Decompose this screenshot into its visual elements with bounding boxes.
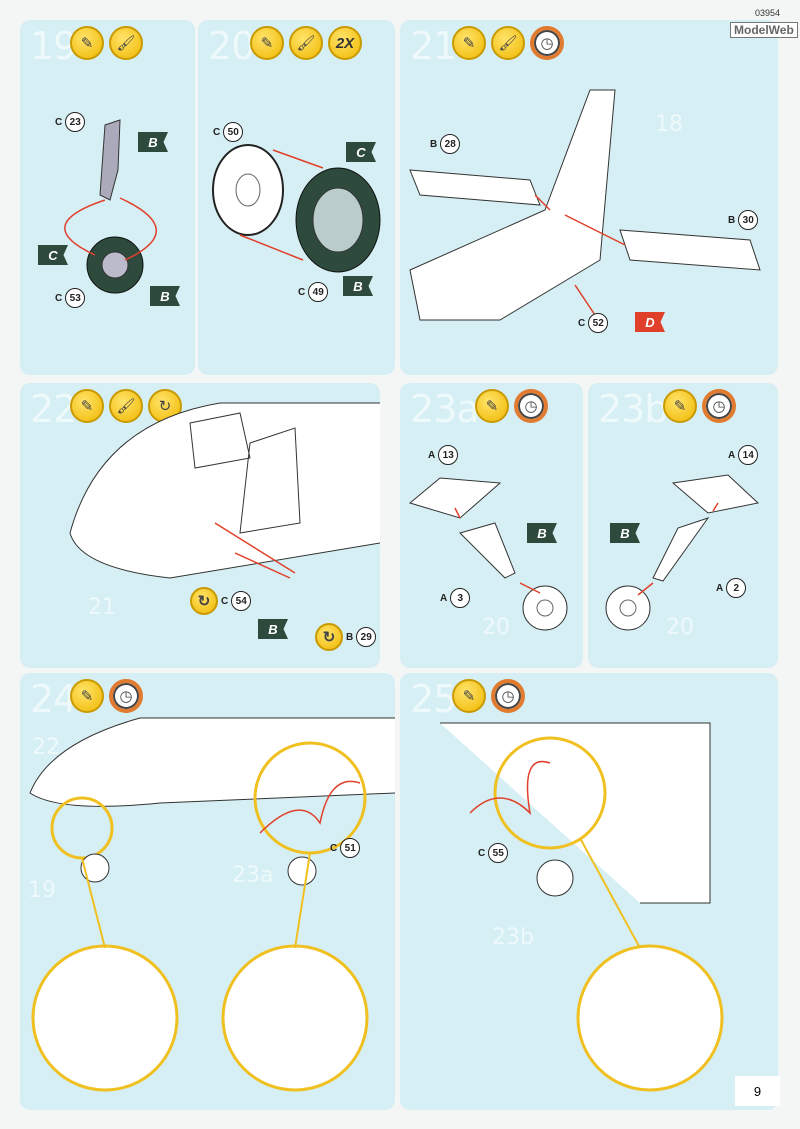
part-letter: A bbox=[728, 449, 736, 461]
part-number: 53 bbox=[65, 288, 86, 308]
step-number: 19 bbox=[30, 24, 77, 68]
clock-icon: ◷ bbox=[491, 679, 525, 713]
part-number: 50 bbox=[223, 122, 244, 142]
nose-gear-drawing bbox=[408, 477, 568, 631]
reference-step: 18 bbox=[655, 112, 683, 137]
part-letter: C bbox=[578, 317, 586, 329]
clock-icon: ◷ bbox=[109, 679, 143, 713]
watermark-logo: ModelWeb bbox=[730, 22, 798, 38]
part-letter: C bbox=[221, 595, 229, 607]
reference-step: 20 bbox=[666, 615, 694, 640]
glue-icon: ✎ bbox=[70, 389, 104, 423]
reference-step: 22 bbox=[32, 735, 60, 760]
part-number: 14 bbox=[738, 445, 759, 465]
page-number: 9 bbox=[735, 1076, 780, 1106]
step-number: 21 bbox=[410, 24, 457, 68]
paint-icon: 🖌 bbox=[289, 26, 323, 60]
part-number: 3 bbox=[450, 588, 471, 608]
part-letter: B bbox=[728, 214, 736, 226]
reference-step: 23a bbox=[232, 863, 274, 888]
nose-gear-drawing bbox=[605, 474, 760, 631]
paint-icon: 🖌 bbox=[109, 389, 143, 423]
part-number: 28 bbox=[440, 134, 461, 154]
reference-step: 23b bbox=[492, 925, 534, 950]
part-number: 49 bbox=[308, 282, 329, 302]
color-flag: B bbox=[527, 523, 557, 543]
part-number: 55 bbox=[488, 843, 509, 863]
part-number: 54 bbox=[231, 591, 252, 611]
color-flag: C bbox=[38, 245, 68, 265]
part-letter: A bbox=[428, 449, 436, 461]
part-letter: C bbox=[330, 842, 338, 854]
part-letter: A bbox=[716, 582, 724, 594]
color-flag: B bbox=[150, 286, 180, 306]
step-number: 24 bbox=[30, 677, 77, 721]
glue-icon: ✎ bbox=[452, 26, 486, 60]
reference-step: 21 bbox=[88, 595, 116, 620]
wing-gear-drawing bbox=[440, 722, 724, 1092]
step-number: 25 bbox=[410, 677, 457, 721]
wheel-drawing bbox=[212, 144, 381, 273]
glue-icon: ✎ bbox=[475, 389, 509, 423]
quantity-badge: 2X bbox=[328, 26, 362, 60]
part-number: 51 bbox=[340, 838, 361, 858]
kit-number: 03954 bbox=[755, 8, 781, 18]
reference-step: 20 bbox=[482, 615, 510, 640]
part-number: 2 bbox=[726, 578, 747, 598]
reference-step: 19 bbox=[28, 878, 56, 903]
color-flag: B bbox=[343, 276, 373, 296]
rotate-icon: ↻ bbox=[315, 623, 343, 651]
part-letter: C bbox=[298, 286, 306, 298]
part-letter: B bbox=[430, 138, 438, 150]
part-number: 52 bbox=[588, 313, 609, 333]
clock-icon: ◷ bbox=[514, 389, 548, 423]
part-number: 13 bbox=[438, 445, 459, 465]
glue-icon: ✎ bbox=[70, 679, 104, 713]
color-flag: B bbox=[138, 132, 168, 152]
part-letter: C bbox=[55, 116, 63, 128]
color-flag: C bbox=[346, 142, 376, 162]
step-number: 23b bbox=[598, 387, 668, 431]
step-number: 22 bbox=[30, 387, 77, 431]
part-number: 23 bbox=[65, 112, 86, 132]
color-flag: D bbox=[635, 312, 665, 332]
paint-icon: 🖌 bbox=[491, 26, 525, 60]
part-letter: B bbox=[346, 631, 354, 643]
part-letter: A bbox=[440, 592, 448, 604]
glue-icon: ✎ bbox=[452, 679, 486, 713]
step-number: 23a bbox=[410, 387, 480, 431]
paint-icon: 🖌 bbox=[109, 26, 143, 60]
part-letter: C bbox=[55, 292, 63, 304]
clock-icon: ◷ bbox=[530, 26, 564, 60]
clock-icon: ◷ bbox=[702, 389, 736, 423]
tail-drawing bbox=[409, 89, 761, 321]
part-letter: C bbox=[213, 126, 221, 138]
glue-icon: ✎ bbox=[70, 26, 104, 60]
color-flag: B bbox=[258, 619, 288, 639]
part-number: 30 bbox=[738, 210, 759, 230]
landing-gear-drawing bbox=[64, 119, 157, 294]
color-flag: B bbox=[610, 523, 640, 543]
glue-icon: ✎ bbox=[250, 26, 284, 60]
rotate-icon: ↻ bbox=[190, 587, 218, 615]
part-number: 29 bbox=[356, 627, 377, 647]
fuselage-gear-drawing bbox=[29, 717, 395, 1092]
fuselage-nose-drawing bbox=[69, 402, 380, 579]
step-number: 20 bbox=[208, 24, 255, 68]
part-letter: C bbox=[478, 847, 486, 859]
glue-icon: ✎ bbox=[663, 389, 697, 423]
